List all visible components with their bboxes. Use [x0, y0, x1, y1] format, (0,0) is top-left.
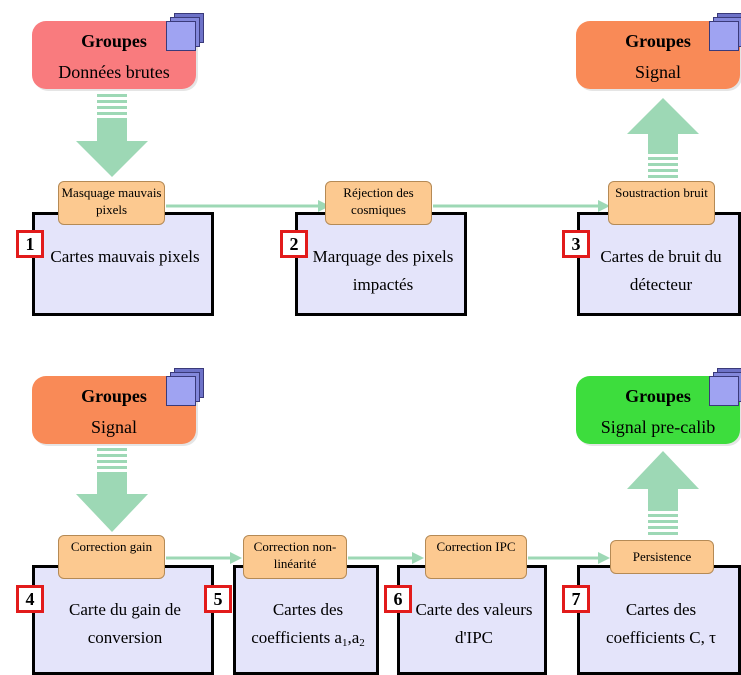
group-subtitle: Signal: [634, 62, 681, 82]
box-text: Cartes des coefficients a1,a2: [244, 596, 372, 657]
step-number-5: 5: [204, 585, 232, 613]
down-arrow-bottom: [76, 448, 148, 532]
step-gain-correction: Correction gain: [58, 535, 165, 579]
stack-icon: [166, 13, 204, 51]
group-title: Groupes: [625, 386, 691, 406]
up-arrow-bottom: [627, 451, 699, 535]
box-text: Cartes de bruit du détecteur: [600, 247, 722, 294]
step-number-7: 7: [562, 585, 590, 613]
box-text-line2: coefficients a1,a2: [251, 628, 365, 649]
step-number-3: 3: [562, 230, 590, 258]
box-persistence-coeffs: Cartes des coefficients C, τ: [577, 565, 741, 675]
group-title: Groupes: [81, 31, 147, 51]
box-text: Carte du gain de conversion: [69, 600, 181, 647]
group-subtitle: Données brutes: [58, 62, 170, 82]
box-noise-maps: Cartes de bruit du détecteur: [577, 212, 741, 316]
box-nonlinearity-coeffs: Cartes des coefficients a1,a2: [233, 565, 379, 675]
box-bad-pixel-maps: Cartes mauvais pixels: [32, 212, 214, 316]
box-text: Carte des valeurs d'IPC: [415, 600, 533, 647]
down-arrow-top: [76, 94, 148, 177]
horizontal-arrows-top: [166, 200, 610, 212]
stack-icon: [709, 368, 741, 406]
group-title: Groupes: [81, 386, 147, 406]
step-cosmic-rejection: Réjection des cosmiques: [325, 181, 432, 225]
box-text-line1: Cartes des: [272, 600, 344, 619]
stack-icon: [709, 13, 741, 51]
step-noise-subtraction: Soustraction bruit: [608, 181, 715, 225]
step-number-1: 1: [16, 230, 44, 258]
up-arrow-top: [627, 98, 699, 178]
stack-icon: [166, 368, 204, 406]
box-text: Cartes des coefficients C, τ: [606, 600, 716, 647]
step-ipc-correction: Correction IPC: [425, 535, 527, 579]
step-number-6: 6: [384, 585, 412, 613]
step-number-2: 2: [280, 230, 308, 258]
box-impacted-pixels: Marquage des pixels impactés: [295, 212, 467, 316]
group-subtitle: Signal pre-calib: [600, 417, 716, 437]
group-subtitle: Signal: [90, 417, 137, 437]
group-signal-precalib: Groupes Signal pre-calib: [576, 376, 740, 444]
group-raw-data: Groupes Données brutes: [32, 21, 196, 89]
horizontal-arrows-bottom: [166, 552, 610, 564]
step-nonlinearity-correction: Correction non-linéarité: [243, 535, 347, 579]
step-number-4: 4: [16, 585, 44, 613]
group-title: Groupes: [625, 31, 691, 51]
box-text: Marquage des pixels impactés: [312, 247, 454, 294]
step-persistence: Persistence: [610, 540, 714, 574]
box-ipc-map: Carte des valeurs d'IPC: [397, 565, 547, 675]
box-text: Cartes mauvais pixels: [50, 247, 200, 266]
step-bad-pixel-mask: Masquage mauvais pixels: [58, 181, 165, 225]
box-gain-map: Carte du gain de conversion: [32, 565, 214, 675]
